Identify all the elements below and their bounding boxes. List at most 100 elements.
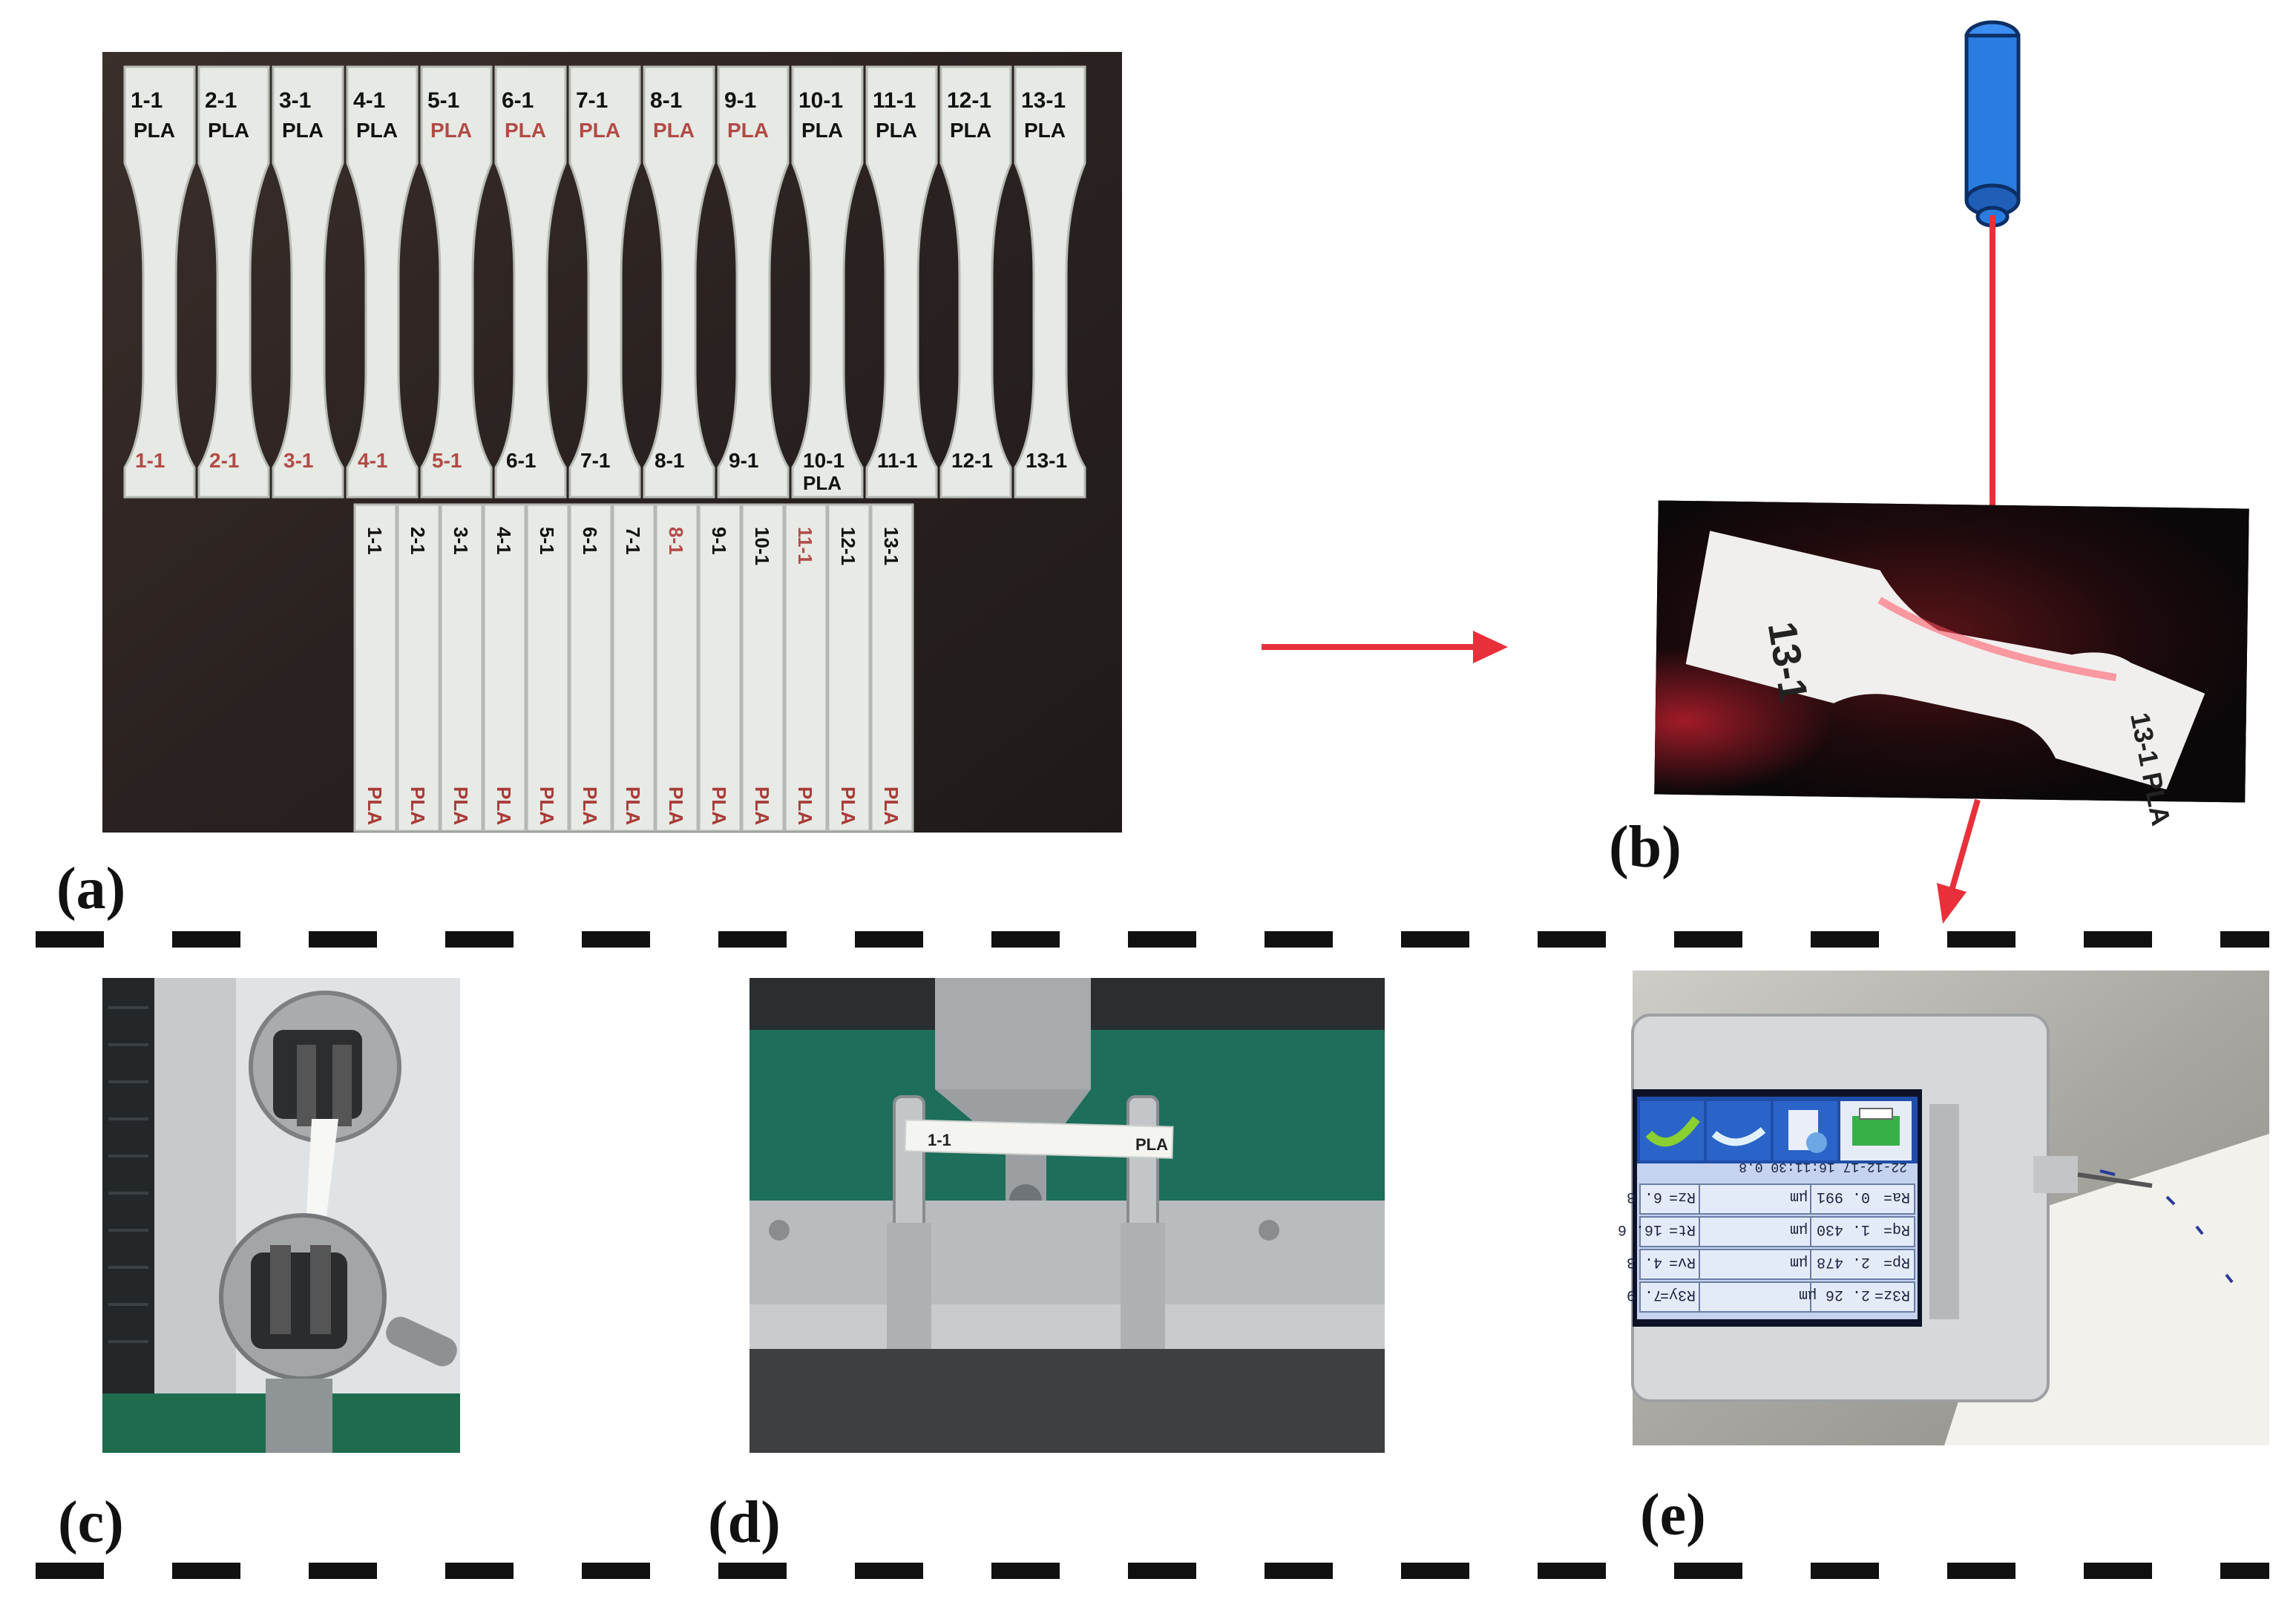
bar-specimen-material: PLA [665, 787, 687, 825]
specimen-top-label: 9-1 [724, 88, 756, 113]
bar-specimen-label: 1-1 [364, 527, 386, 555]
panel-label-e: (e) [1640, 1483, 1706, 1548]
lcd-cell: 6. 8 [1627, 1188, 1662, 1205]
specimen-top-label: 11-1 [873, 88, 916, 113]
bar-specimen-material: PLA [837, 787, 859, 825]
bar-specimen-material: PLA [493, 787, 515, 825]
bar-specimen-material: PLA [880, 787, 902, 825]
specimen-top-label: 1-1 [131, 88, 163, 113]
panel-label-d: (d) [708, 1490, 781, 1555]
bar-specimen-label: 13-1 [880, 527, 902, 565]
bending-specimen [904, 1119, 1174, 1159]
lcd-cell: 1. 430 μm [1790, 1221, 1870, 1238]
lcd-cell: R3y= [1660, 1286, 1696, 1303]
bar-specimen-label: 2-1 [407, 527, 429, 555]
specimen-top-material: PLA [1024, 119, 1066, 142]
specimen-bottom-label: 3-1 [283, 449, 313, 472]
arrow-a-to-b-head [1473, 631, 1508, 663]
specimens-photo: 1-1PLA1-12-1PLA2-13-1PLA3-14-1PLA4-15-1P… [102, 52, 1122, 833]
bar-specimen-label: 6-1 [579, 527, 601, 555]
specimen-top-label: 8-1 [650, 88, 682, 113]
laser-sensor [1959, 20, 2026, 237]
specimen-top-material: PLA [208, 119, 249, 142]
bar-specimen-label: 11-1 [794, 527, 816, 565]
bending-test-photo: 1-1 PLA [750, 978, 1385, 1453]
specimen-top-label: 10-1 [798, 88, 843, 113]
specimen-bottom-label: 2-1 [209, 449, 239, 472]
specimen-top-material: PLA [579, 119, 620, 142]
arrow-b-to-e [1949, 798, 1981, 892]
lcd-cell: 16. 6 [1618, 1221, 1662, 1238]
specimen-top-material: PLA [876, 119, 917, 142]
panel-label-b: (b) [1609, 815, 1682, 880]
specimen-bottom-label: 8-1 [655, 449, 684, 472]
specimen-top-label: 2-1 [205, 88, 237, 113]
specimen-bottom-label: 12-1 [951, 449, 993, 472]
tensile-test-photo [102, 978, 460, 1453]
specimen-top-label: 5-1 [427, 88, 459, 113]
dashed-separator-top [36, 931, 2269, 948]
bar-specimen-label: 12-1 [837, 527, 859, 565]
bar-specimen-label: 8-1 [665, 527, 687, 555]
specimen-bottom-label: 1-1 [135, 449, 165, 472]
specimen-top-material: PLA [653, 119, 695, 142]
bar-specimen-material: PLA [579, 787, 601, 825]
specimen-bottom-material: PLA [803, 472, 842, 494]
bar-specimen-material: PLA [794, 787, 816, 825]
specimen-bottom-label: 7-1 [580, 449, 610, 472]
laser-sensor-icon [1964, 20, 2021, 228]
lcd-cell: Ra= [1883, 1188, 1910, 1205]
bar-specimen-label: 9-1 [708, 527, 730, 555]
specimen-top-material: PLA [356, 119, 398, 142]
lcd-status: 22-12-17 16:11:30 0.8 [1739, 1159, 1907, 1174]
bar-specimen-label: 3-1 [450, 527, 472, 555]
check-icon[interactable] [1640, 1101, 1704, 1160]
specimen-top-label: 4-1 [353, 88, 385, 113]
specimen-bottom-label: 9-1 [729, 449, 758, 472]
panel-b-photo: 13-1 13-1 PLA [1654, 500, 2249, 828]
bar-specimen-material: PLA [751, 787, 773, 825]
lcd-cell: Rq= [1883, 1221, 1910, 1238]
specimen-top-label: 3-1 [279, 88, 311, 113]
specimen-top-material: PLA [134, 119, 175, 142]
arrow-b-to-e-head [1937, 883, 1967, 924]
lcd-cell: 2. 26 μm [1799, 1286, 1870, 1303]
lcd-cell: Rp= [1883, 1253, 1910, 1270]
specimen [1685, 531, 2205, 790]
specimen-top-material: PLA [801, 119, 843, 142]
specimen-top-material: PLA [727, 119, 769, 142]
specimen-top-label: 7-1 [576, 88, 608, 113]
bar-specimen-label: 5-1 [536, 527, 558, 555]
specimen-bottom-label: 13-1 [1026, 449, 1067, 472]
bar-specimen-material: PLA [450, 787, 472, 825]
specimen-top-label: 6-1 [502, 88, 534, 113]
bar-specimen-material: PLA [364, 787, 386, 825]
scanned-specimen-photo: 13-1 13-1 PLA [1654, 500, 2249, 828]
panel-label-a: (a) [56, 856, 126, 922]
lcd-cell: Rz= [1669, 1188, 1696, 1205]
bending-specimen-label-left: 1-1 [928, 1131, 951, 1149]
panel-d-photo: 1-1 PLA [750, 978, 1385, 1453]
